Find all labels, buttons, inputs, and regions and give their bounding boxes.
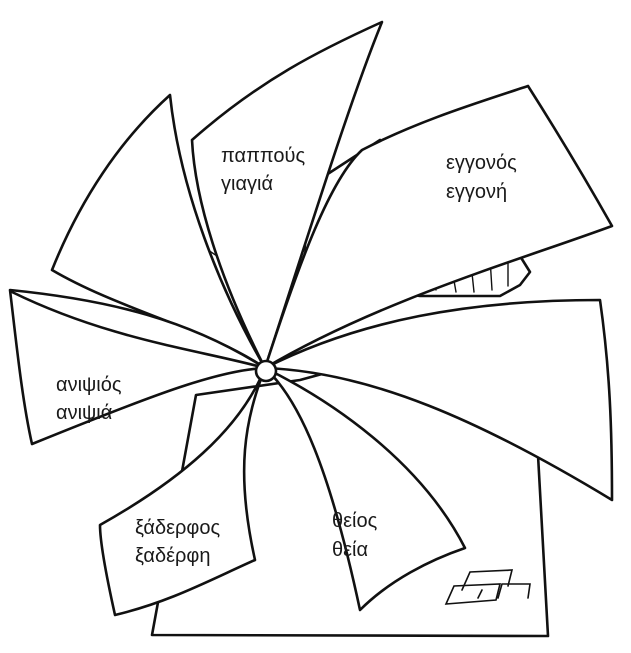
label-nephew-niece-line1: ανιψιός xyxy=(56,374,122,396)
label-nephew-niece-line2: ανιψιά xyxy=(56,402,112,424)
label-grandchildren-line1: εγγονός xyxy=(446,152,517,174)
label-grandchildren-line2: εγγονή xyxy=(446,181,507,203)
label-cousins-line1: ξάδερφος xyxy=(135,517,220,539)
label-grandparents-line2: γιαγιά xyxy=(221,173,273,195)
label-uncle-aunt-line2: θεία xyxy=(332,539,368,561)
label-uncle-aunt-line1: θείος xyxy=(332,510,378,532)
windmill-hub xyxy=(256,361,276,381)
label-cousins-line2: ξαδέρφη xyxy=(135,545,211,567)
label-grandparents-line1: παππούς xyxy=(221,145,305,167)
